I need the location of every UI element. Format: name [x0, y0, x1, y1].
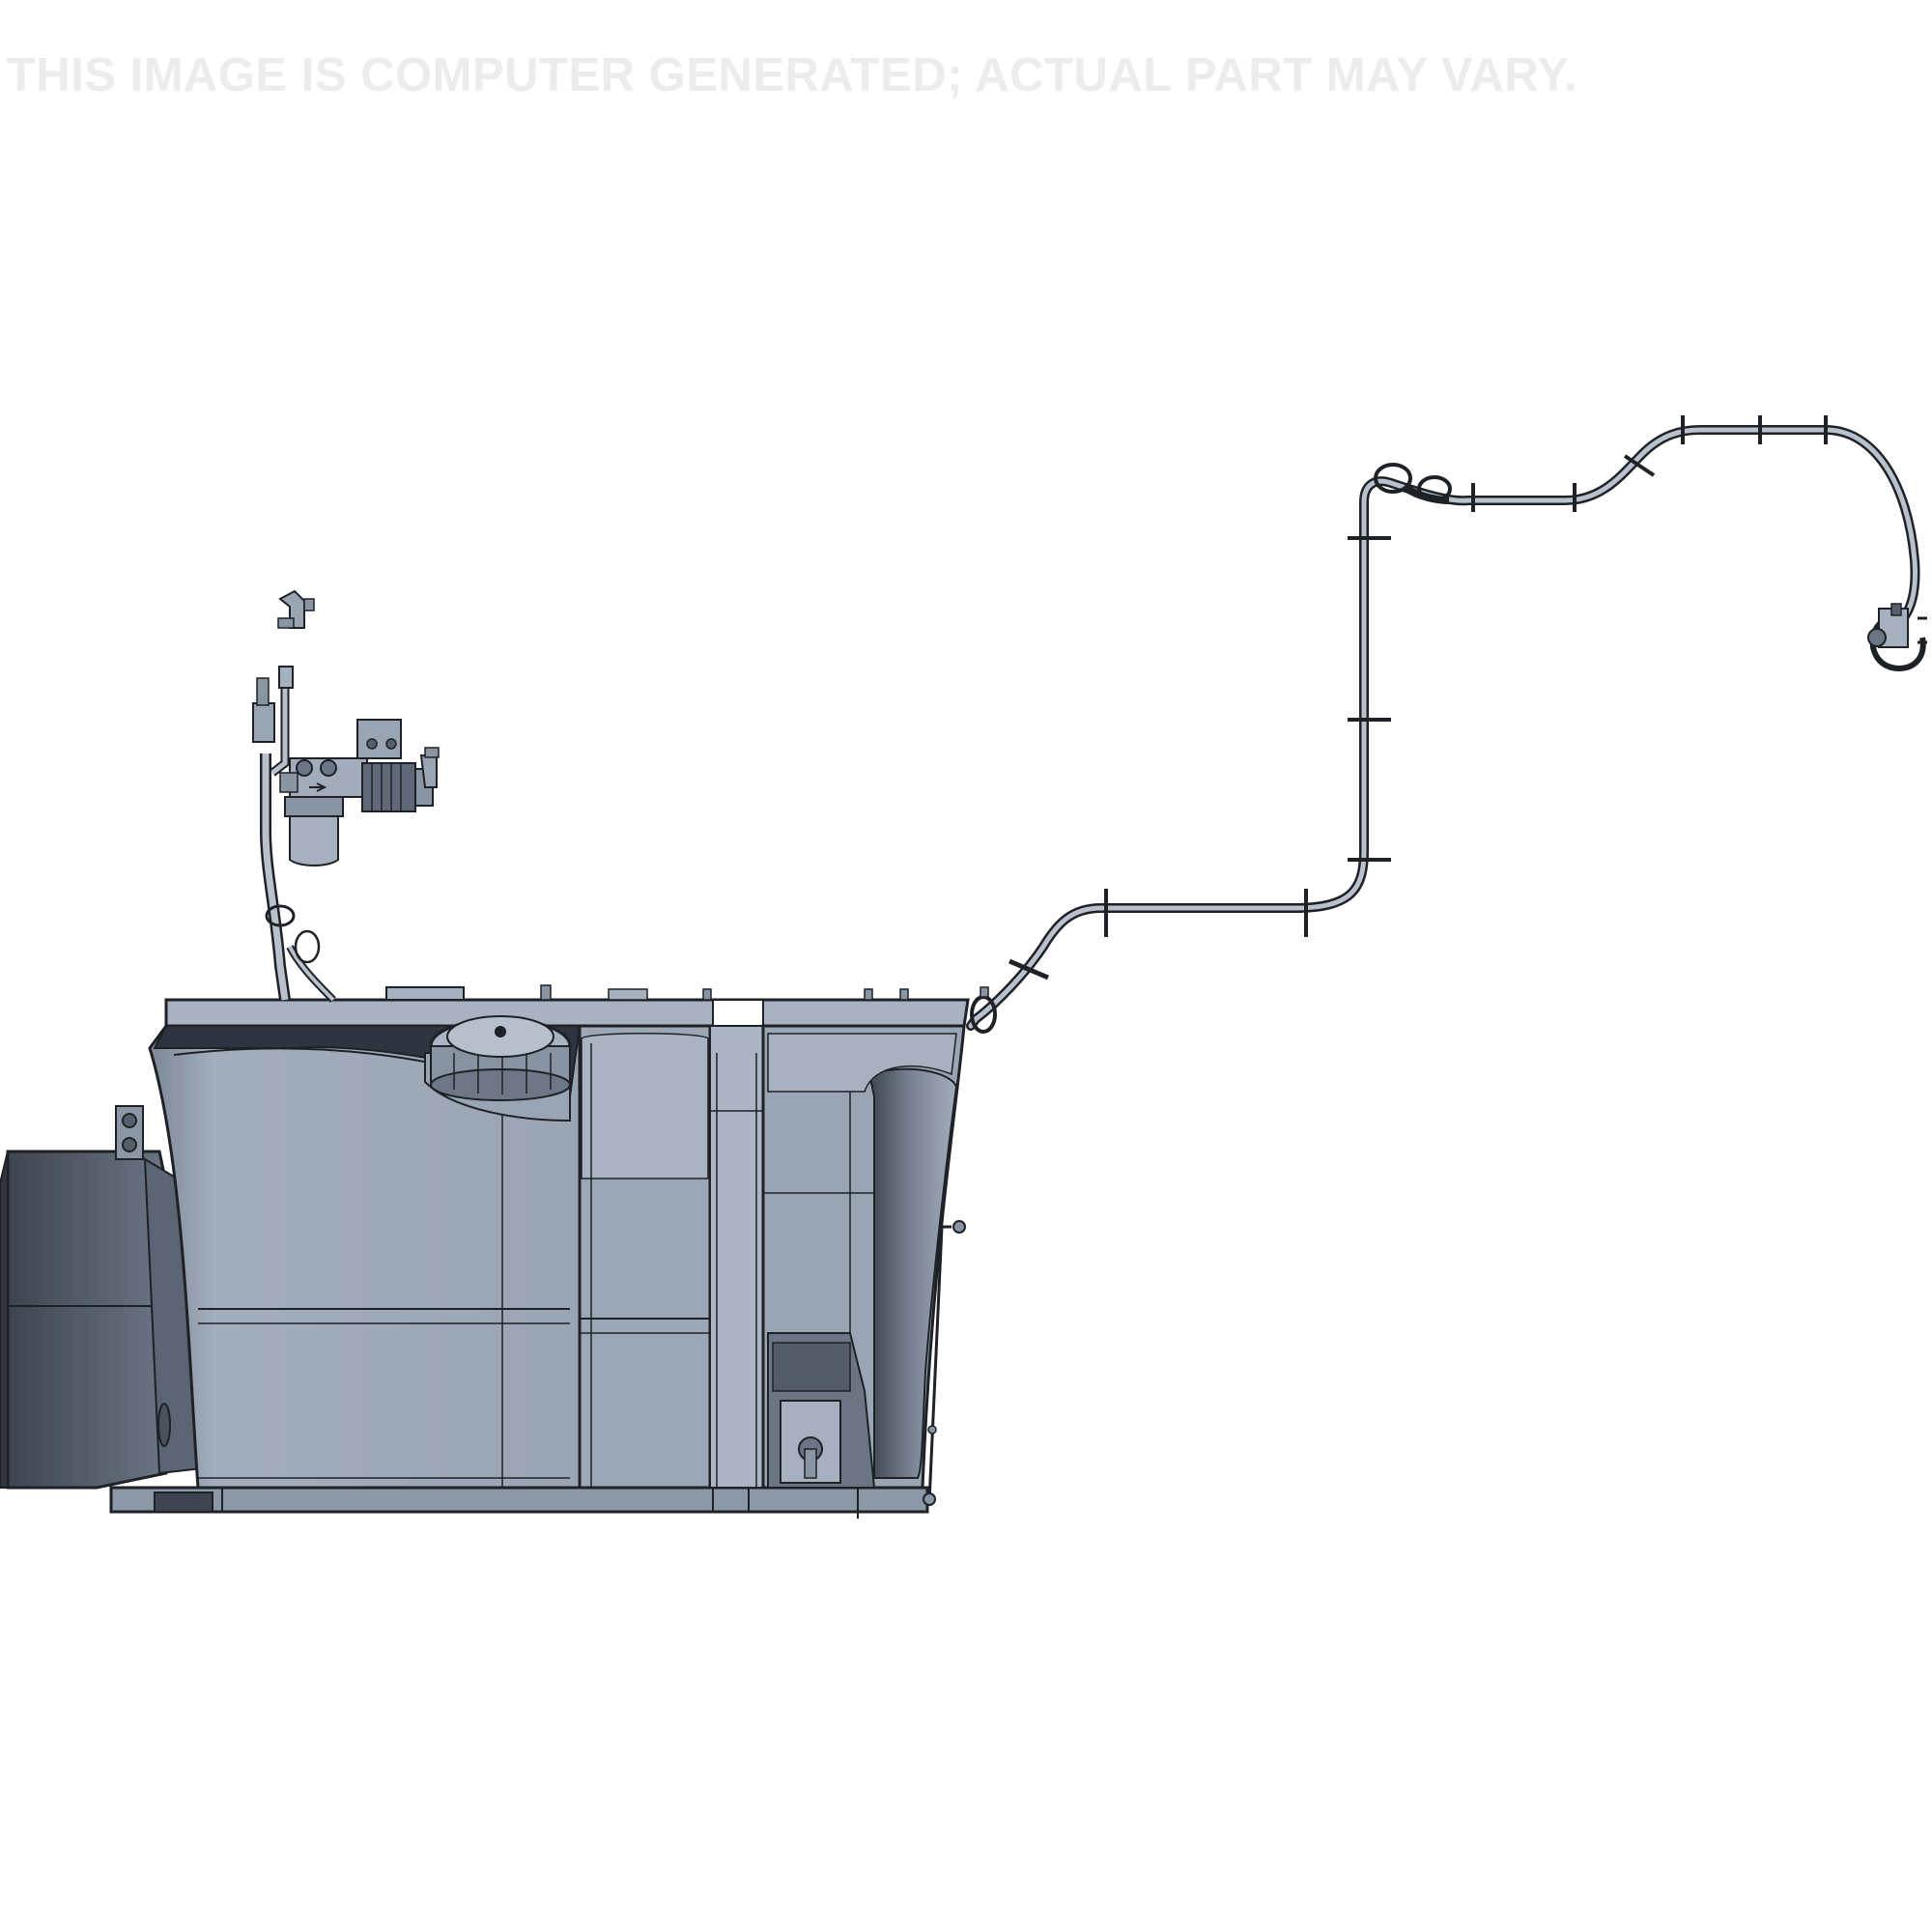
hose-line-icon: [966, 415, 1927, 1034]
line-end-connector: [1867, 603, 1927, 671]
def-reservoir-tank-icon: [109, 998, 970, 1519]
supply-module-icon: [252, 589, 440, 1003]
tank-top-fittings: [385, 984, 909, 1001]
side-bracket-box: [0, 1105, 205, 1490]
disclaimer-watermark: THIS IMAGE IS COMPUTER GENERATED; ACTUAL…: [6, 49, 1578, 101]
filler-cap-icon: [424, 1015, 572, 1122]
